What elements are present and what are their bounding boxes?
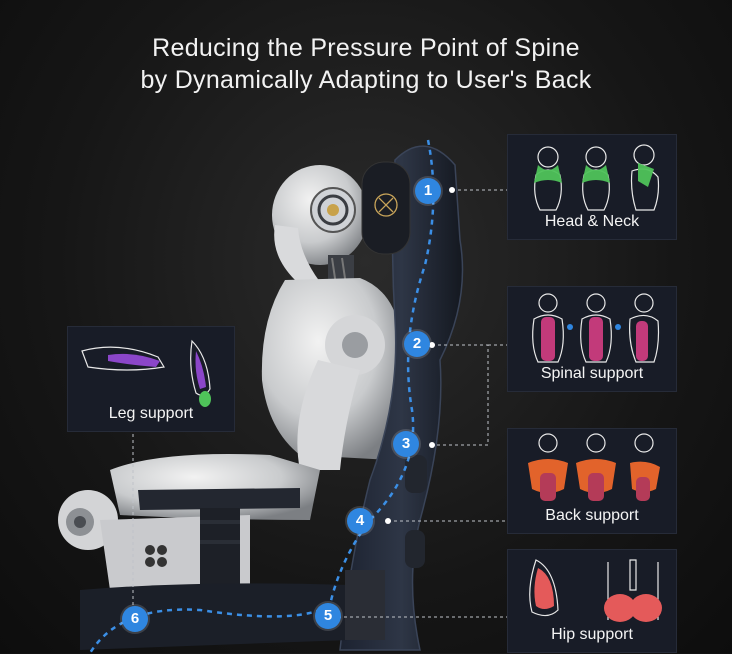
card-label-head-neck: Head & Neck [544, 213, 640, 230]
card-label-leg: Leg support [108, 405, 194, 422]
page-title: Reducing the Pressure Point of Spine by … [0, 32, 732, 96]
marker-4: 4 [347, 508, 373, 534]
card-spinal-support: Spinal support [507, 286, 677, 392]
neck-muscles-illustration [534, 144, 660, 211]
leg-muscles-illustration [81, 339, 211, 407]
marker-5: 5 [315, 603, 341, 629]
marker-6: 6 [122, 606, 148, 632]
marker-1: 1 [415, 178, 441, 204]
card-leg-support: Leg support [67, 326, 235, 432]
card-head-neck: Head & Neck [507, 134, 677, 240]
back-muscles-illustration [528, 433, 660, 501]
card-hip-support: Hip support [507, 549, 677, 653]
card-back-support: Back support [507, 428, 677, 534]
title-line-1: Reducing the Pressure Point of Spine [152, 34, 580, 62]
hip-muscles-illustration [529, 559, 662, 622]
card-label-hip: Hip support [551, 626, 633, 643]
robot-figure [58, 165, 404, 590]
card-label-back: Back support [545, 507, 639, 524]
title-line-2: by Dynamically Adapting to User's Back [140, 66, 592, 94]
marker-2: 2 [404, 331, 430, 357]
card-label-spinal: Spinal support [540, 365, 644, 382]
marker-3: 3 [393, 431, 419, 457]
spinal-muscles-illustration [532, 293, 660, 363]
